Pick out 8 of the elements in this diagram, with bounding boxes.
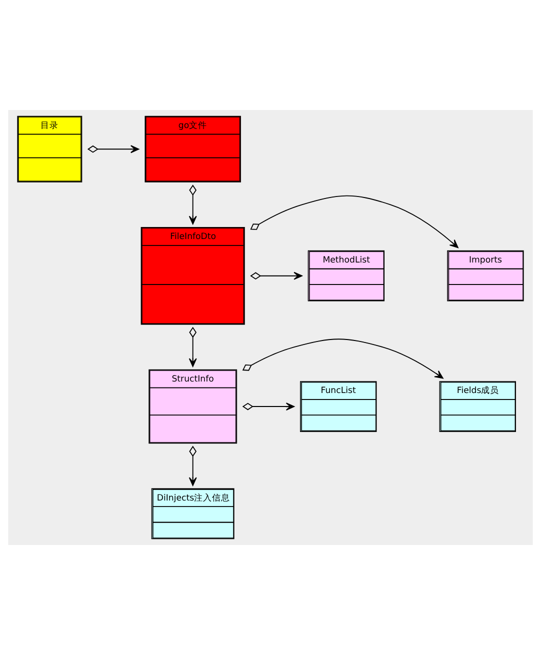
arrow bbox=[242, 402, 295, 410]
arrow bbox=[188, 326, 197, 366]
arrow bbox=[250, 194, 458, 248]
arrow bbox=[250, 271, 302, 280]
arrow bbox=[188, 184, 197, 224]
arrow bbox=[188, 445, 197, 486]
arrow bbox=[242, 338, 444, 378]
arrow bbox=[87, 144, 140, 153]
